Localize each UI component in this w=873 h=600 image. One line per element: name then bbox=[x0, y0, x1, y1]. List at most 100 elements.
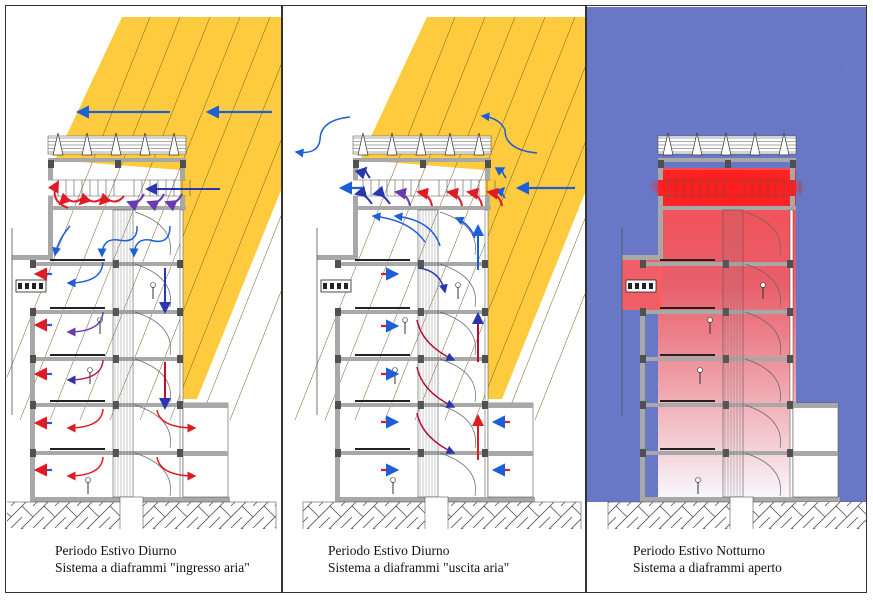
sun-ray-line bbox=[7, 16, 151, 378]
ground-hatch bbox=[794, 502, 866, 529]
kitchen-counter bbox=[15, 279, 47, 293]
sun-ray-line bbox=[504, 217, 585, 421]
column bbox=[335, 449, 341, 457]
airflow-arrow-icon bbox=[416, 187, 433, 207]
airflow-arrow-icon bbox=[416, 319, 456, 361]
column bbox=[482, 401, 488, 409]
column bbox=[335, 355, 341, 363]
floor-slab bbox=[30, 262, 180, 266]
balcony-rail bbox=[660, 400, 715, 402]
column bbox=[420, 160, 426, 168]
person-icon bbox=[150, 282, 156, 288]
kitchen-counter bbox=[625, 279, 657, 293]
annex-slab bbox=[183, 451, 228, 456]
column bbox=[335, 308, 341, 316]
person-icon bbox=[390, 477, 396, 483]
spiral-stair bbox=[439, 211, 476, 256]
column bbox=[418, 308, 424, 316]
wall-segment bbox=[790, 168, 795, 180]
airflow-arrow-icon bbox=[416, 366, 456, 408]
column bbox=[113, 260, 119, 268]
floor-slab bbox=[658, 206, 796, 210]
column bbox=[30, 449, 36, 457]
roof-vent-icon bbox=[139, 132, 151, 156]
column bbox=[335, 260, 341, 268]
airflow-arrow-icon bbox=[486, 187, 503, 207]
person-icon bbox=[402, 317, 408, 323]
column bbox=[787, 449, 793, 457]
column bbox=[177, 355, 183, 363]
airflow-arrow-icon bbox=[480, 112, 538, 154]
airflow-arrow-icon bbox=[372, 185, 391, 205]
column bbox=[723, 449, 729, 457]
spiral-stair bbox=[744, 404, 781, 449]
wall-segment bbox=[353, 196, 358, 208]
wall-segment bbox=[353, 168, 358, 180]
spiral-stair bbox=[134, 311, 171, 356]
floor-slab bbox=[30, 403, 180, 407]
balcony-rail bbox=[50, 259, 105, 261]
annex-slab bbox=[488, 403, 533, 408]
person-icon bbox=[87, 367, 93, 373]
furniture-detail bbox=[32, 283, 36, 289]
wall-segment bbox=[790, 196, 795, 208]
annex-slab bbox=[793, 403, 838, 408]
caption-day-intake: Periodo Estivo Diurno Sistema a diaframm… bbox=[55, 542, 250, 576]
column bbox=[640, 308, 646, 316]
column bbox=[640, 355, 646, 363]
balcony-rail bbox=[50, 448, 105, 450]
airflow-arrow-icon bbox=[416, 412, 456, 454]
spiral-stair bbox=[744, 452, 781, 497]
column bbox=[177, 308, 183, 316]
floor-slab bbox=[640, 357, 790, 361]
floor-slab bbox=[30, 310, 180, 314]
sun-ray-line bbox=[199, 215, 281, 421]
balcony-rail bbox=[355, 448, 410, 450]
caption-subtitle: Sistema a diaframmi aperto bbox=[633, 560, 782, 575]
wall-segment bbox=[485, 196, 490, 208]
column bbox=[113, 355, 119, 363]
floor-slab bbox=[640, 403, 790, 407]
balcony-rail bbox=[355, 307, 410, 309]
heat-band bbox=[658, 170, 796, 206]
foundation-pit bbox=[119, 496, 144, 529]
airflow-arrow-icon bbox=[66, 408, 104, 433]
column bbox=[418, 260, 424, 268]
airflow-arrow-icon bbox=[354, 166, 371, 180]
column bbox=[418, 355, 424, 363]
sun-ray-line bbox=[169, 139, 281, 421]
roof-vent-icon bbox=[415, 132, 427, 156]
column bbox=[418, 401, 424, 409]
column bbox=[115, 160, 121, 168]
spiral-stair bbox=[134, 263, 171, 308]
furniture-detail bbox=[18, 283, 22, 289]
column bbox=[640, 401, 646, 409]
roof-vent-icon bbox=[52, 132, 64, 156]
annex-building bbox=[792, 402, 839, 498]
furniture-detail bbox=[628, 283, 632, 289]
airflow-arrow-icon bbox=[156, 409, 197, 433]
furniture-detail bbox=[649, 283, 653, 289]
spiral-stair bbox=[744, 311, 781, 356]
terrace-slab bbox=[622, 255, 662, 260]
wall-segment bbox=[658, 196, 663, 208]
balcony-rail bbox=[355, 354, 410, 356]
spiral-stair bbox=[744, 358, 781, 403]
floor-slab bbox=[48, 206, 186, 210]
sun-ray-line bbox=[384, 16, 546, 421]
column bbox=[30, 355, 36, 363]
furniture-detail bbox=[330, 283, 334, 289]
person-icon bbox=[455, 282, 461, 288]
airflow-arrow-icon bbox=[97, 225, 138, 258]
airflow-arrow-icon bbox=[164, 193, 183, 212]
kitchen-counter bbox=[320, 279, 352, 293]
floor-slab bbox=[30, 357, 180, 361]
floor-slab bbox=[30, 451, 180, 455]
column bbox=[787, 355, 793, 363]
column bbox=[723, 355, 729, 363]
airflow-arrow-icon bbox=[66, 456, 104, 481]
spiral-stair bbox=[134, 452, 171, 497]
annex-building bbox=[487, 402, 534, 498]
balcony-rail bbox=[660, 307, 715, 309]
panel-night-open bbox=[587, 7, 866, 529]
